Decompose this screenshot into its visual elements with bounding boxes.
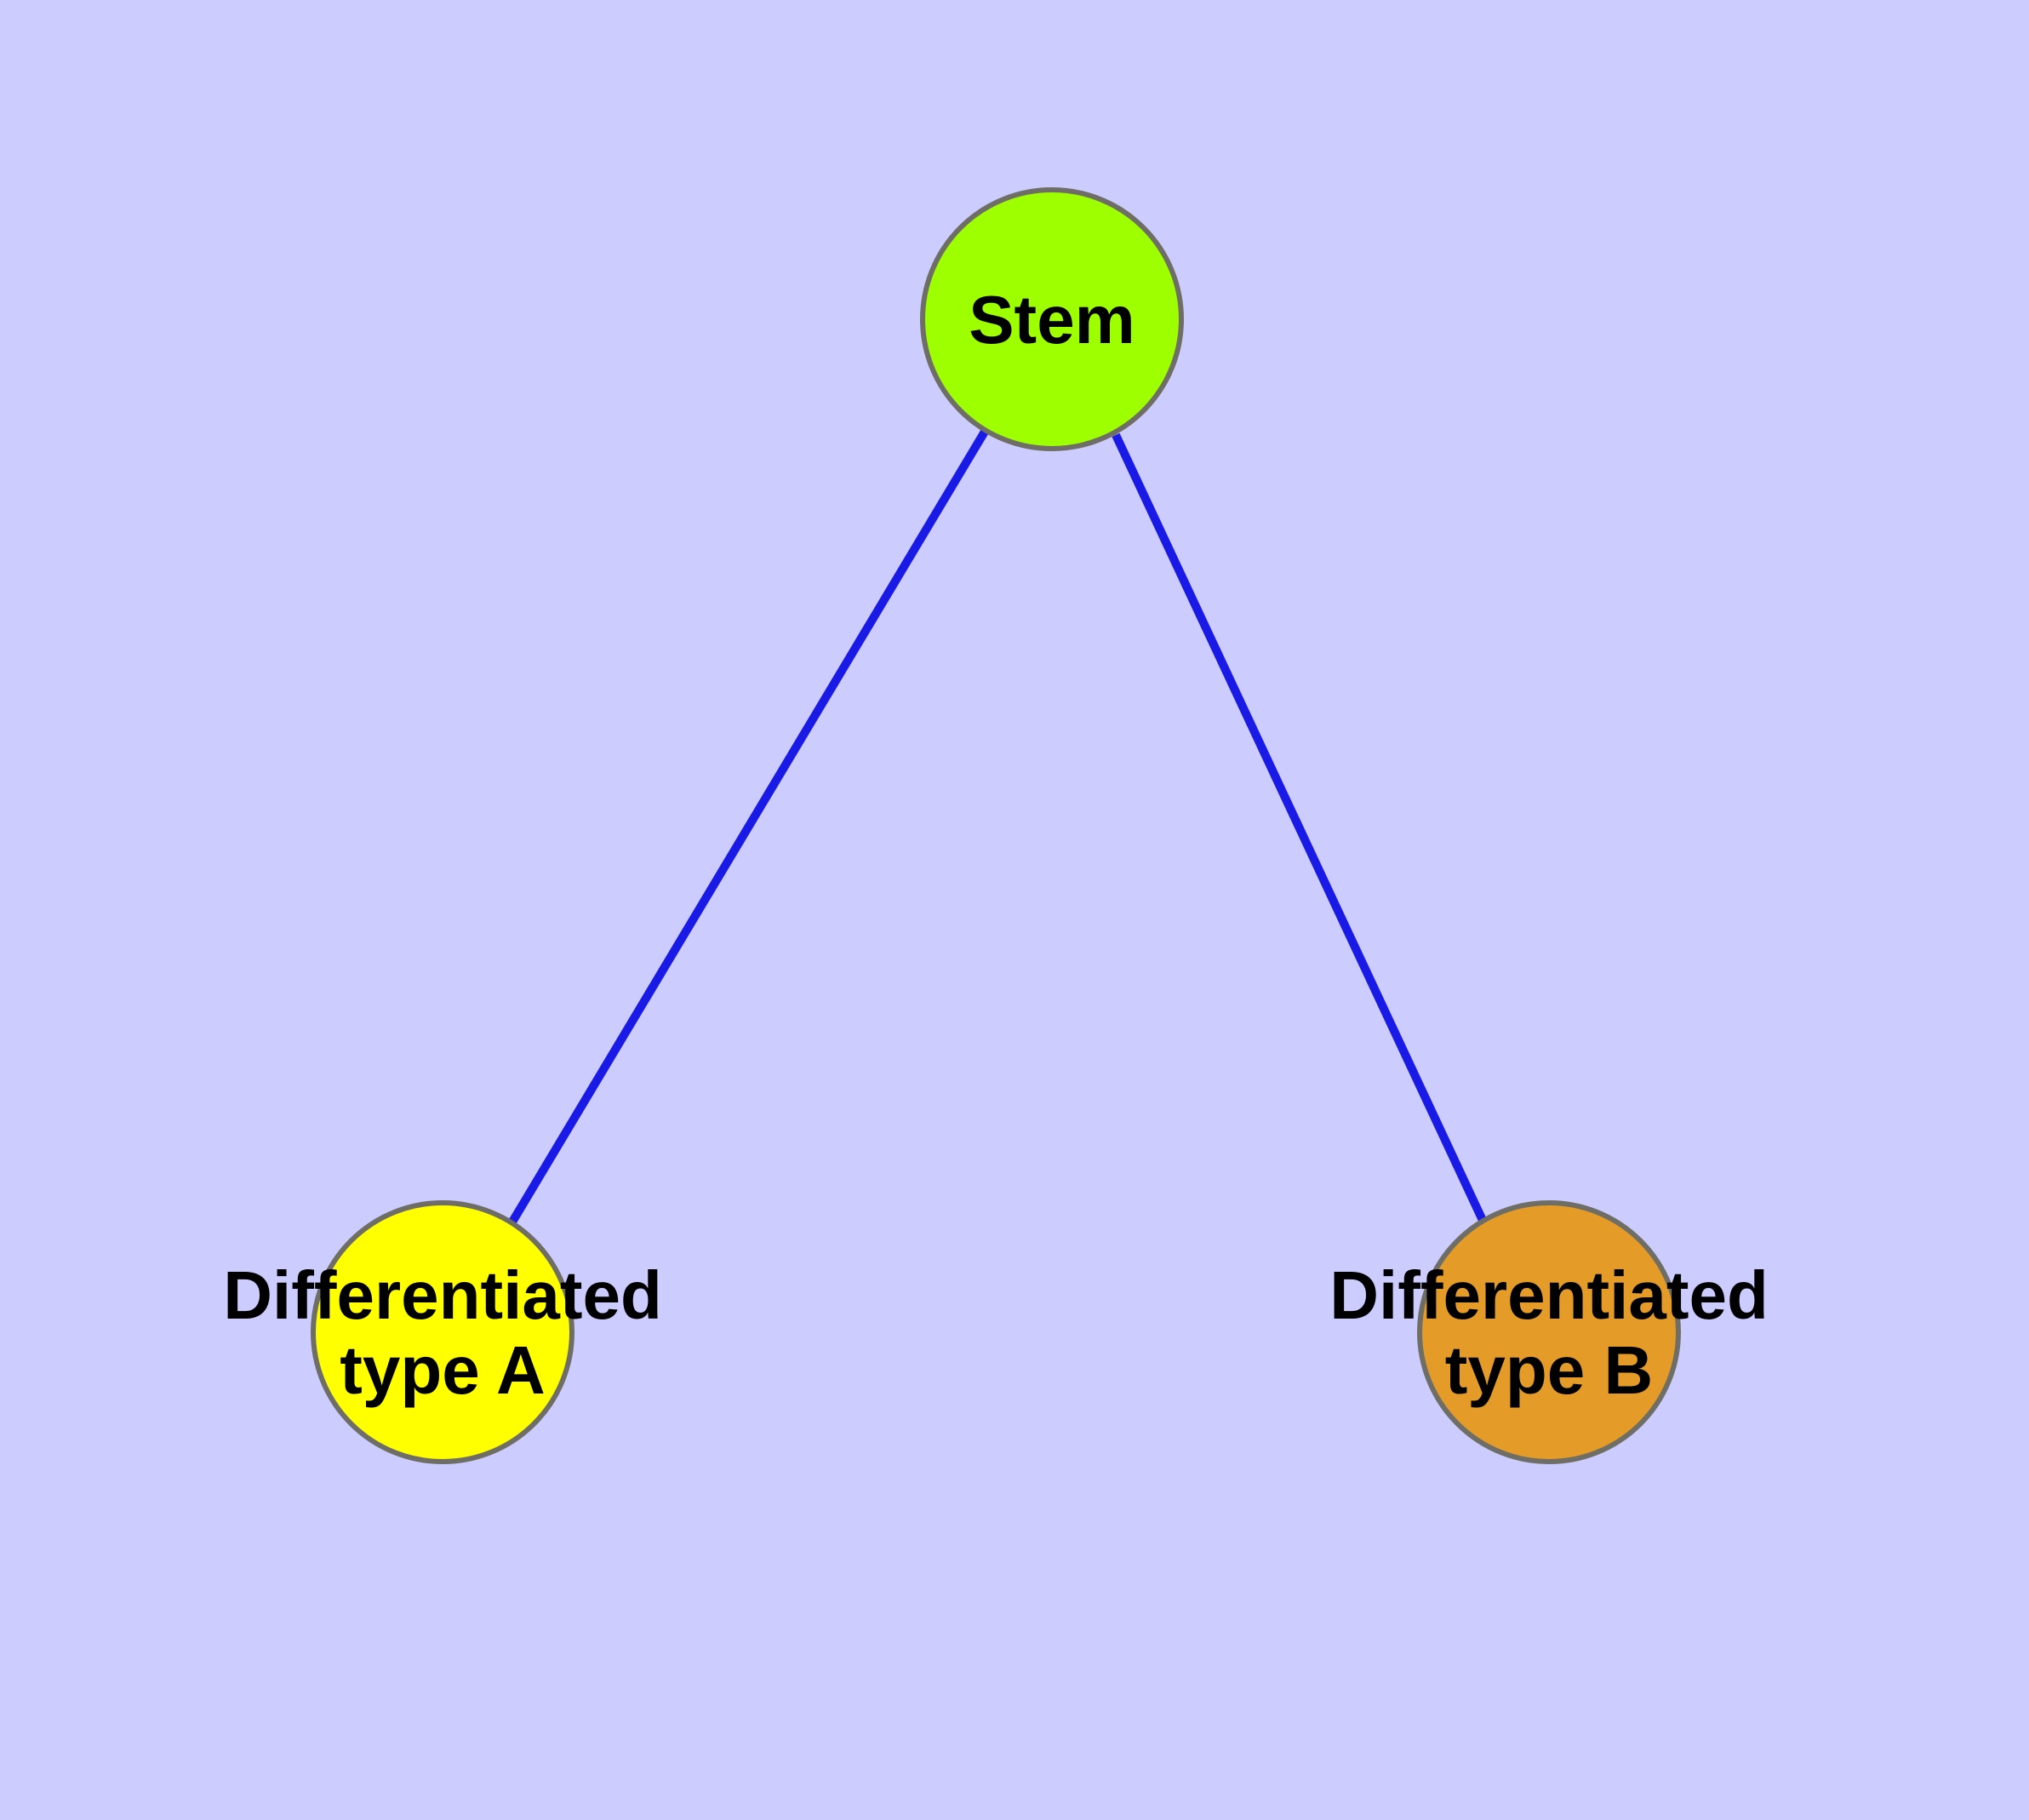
node-circle-stem[interactable]	[920, 187, 1184, 451]
node-label-stem: Stem	[969, 282, 1135, 358]
edges-group	[507, 429, 1490, 1230]
node-circle-diffA[interactable]	[311, 1200, 574, 1464]
edge-stem-to-diffA[interactable]	[507, 429, 989, 1226]
node-label-line: Differentiated	[1329, 1257, 1769, 1333]
node-label-line: type B	[1445, 1332, 1654, 1408]
node-label-line: Differentiated	[223, 1257, 662, 1333]
edge-stem-to-diffB[interactable]	[1112, 432, 1490, 1230]
node-circle-diffB[interactable]	[1417, 1200, 1681, 1464]
node-stem[interactable]: Stem	[920, 187, 1184, 451]
node-label-line: type A	[340, 1332, 546, 1408]
node-label-line: Stem	[969, 282, 1135, 358]
